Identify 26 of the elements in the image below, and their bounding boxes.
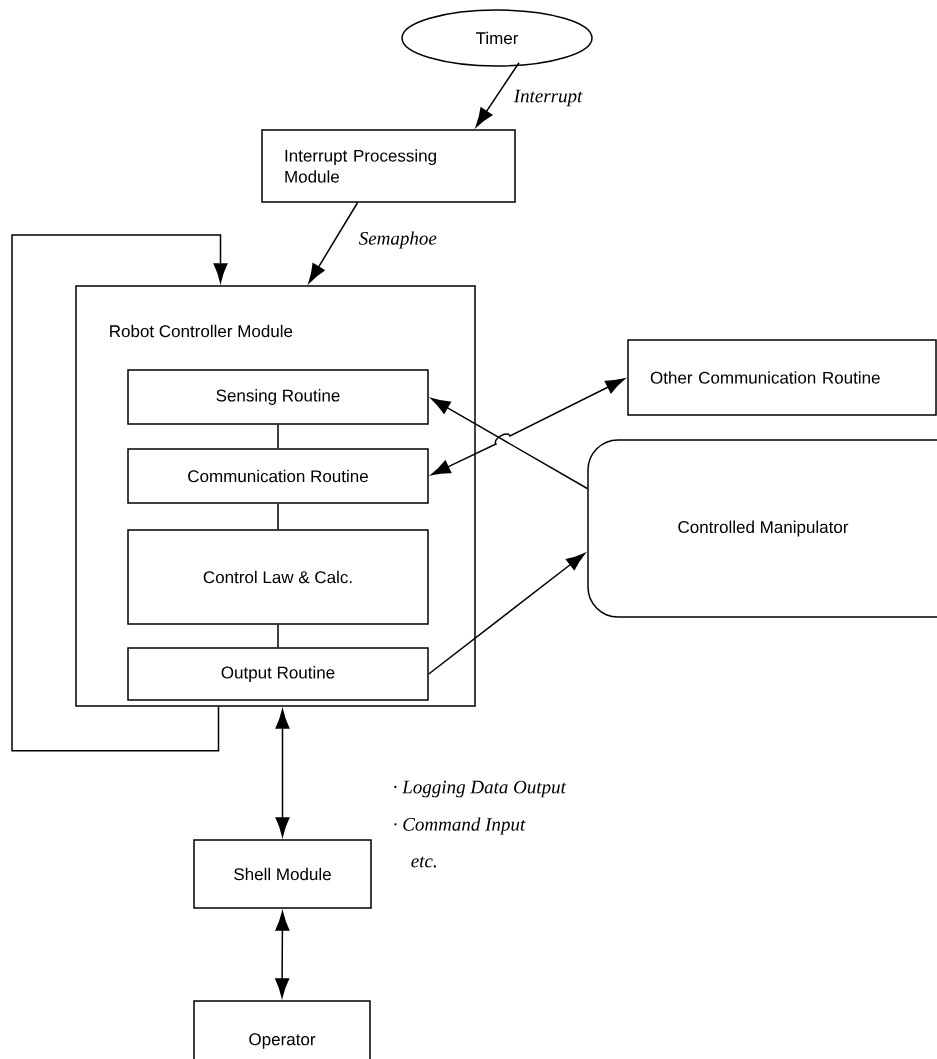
actor-box: Operator (193, 1000, 371, 1059)
module-box: Shell Module (193, 839, 372, 909)
arrow (308, 202, 359, 284)
arrow (428, 552, 586, 675)
connector-line (277, 424, 279, 449)
arrow (431, 378, 625, 476)
connector-line (277, 503, 279, 530)
edge-label: Semaphoe (357, 230, 438, 250)
routine-box: Output Routine (127, 647, 429, 701)
routine-box: Communication Routine (127, 448, 429, 504)
note-text: · Command Input (394, 817, 526, 835)
edge-label: Interrupt (512, 88, 584, 108)
module-box: Interrupt Processing Module (261, 129, 516, 203)
connector-line (277, 624, 279, 648)
arrow (275, 709, 290, 837)
arrow (430, 397, 588, 490)
note-text: · Logging Data Output (394, 780, 567, 798)
arrow (275, 911, 290, 998)
note-text: etc. (411, 856, 436, 868)
device-box: Controlled Manipulator (587, 439, 937, 618)
routine-box: Other Communication Routine (627, 339, 937, 416)
routine-box: Sensing Routine (127, 369, 429, 425)
oval-node: Timer (401, 9, 593, 67)
arrow (475, 62, 520, 128)
routine-box: Control Law & Calc. (127, 529, 429, 625)
arrow (11, 234, 228, 752)
